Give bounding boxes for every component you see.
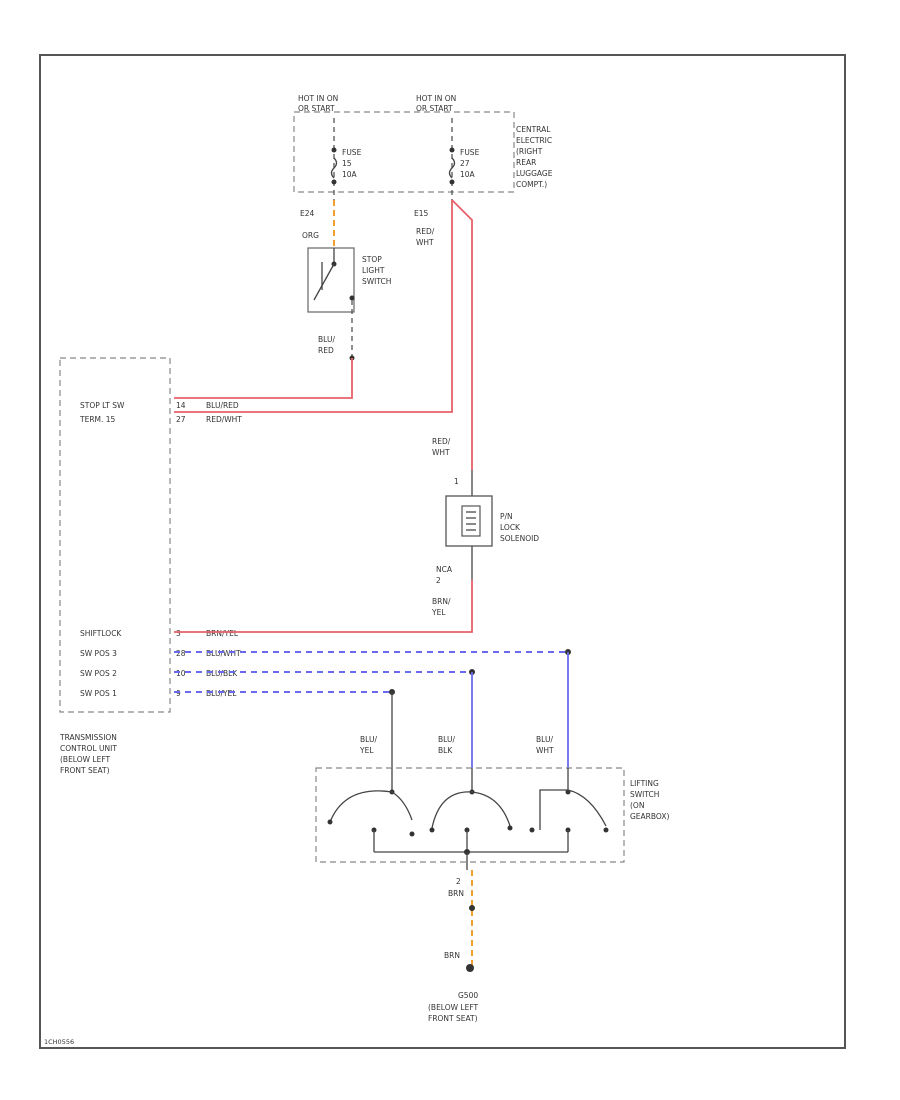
tcu-pin-number: 10 bbox=[176, 669, 186, 678]
tcu-box bbox=[59, 357, 171, 713]
red-wht-wire-solenoid bbox=[451, 199, 473, 470]
lift-wire1-color: BLU/YEL bbox=[359, 735, 377, 755]
stop-light-switch-box bbox=[307, 247, 355, 313]
switch-out-wire-color: BLU/RED bbox=[318, 335, 335, 355]
fuse1-terminal: E24 bbox=[300, 209, 315, 218]
tcu-pin-number: 9 bbox=[176, 689, 181, 698]
tcu-pin-label: SW POS 2 bbox=[80, 669, 117, 678]
lifting-switch-contacts bbox=[327, 768, 609, 855]
tcu-pin-number: 27 bbox=[176, 415, 186, 424]
tcu-pin-wire-color: BLU/BLK bbox=[206, 669, 238, 678]
solenoid-in-pin: 1 bbox=[454, 477, 459, 486]
ground-wire-color1: BRN bbox=[448, 889, 464, 898]
tcu-pin-number: 14 bbox=[176, 401, 186, 410]
tcu-pin-wire-color: BLU/YEL bbox=[206, 689, 237, 698]
tcu-pin-label: STOP LT SW bbox=[80, 401, 125, 410]
solenoid-out-color2: BRN/YEL bbox=[431, 597, 451, 617]
tcu-pin-number: 3 bbox=[176, 629, 181, 638]
tcu-pin-label: SHIFTLOCK bbox=[80, 629, 122, 638]
ground-wire-color2: BRN bbox=[444, 951, 460, 960]
diagram-frame bbox=[39, 54, 846, 1049]
lifting-switch-box bbox=[315, 767, 625, 863]
solenoid-in-color: RED/WHT bbox=[432, 437, 451, 457]
solenoid-coil-icon bbox=[461, 505, 481, 537]
fuse-15 bbox=[330, 118, 338, 200]
blu-red-wire bbox=[174, 358, 353, 399]
red-wht-wire-tcu bbox=[174, 200, 453, 413]
tcu-pin-wire-color: BLU/WHT bbox=[206, 649, 241, 658]
fuse-27 bbox=[448, 118, 456, 200]
ground-point-icon bbox=[466, 964, 474, 972]
tcu-pin-label: SW POS 1 bbox=[80, 689, 117, 698]
tcu-pin-wire-color: RED/WHT bbox=[206, 415, 242, 424]
fuse2-terminal: E15 bbox=[414, 209, 429, 218]
figure-id: 1CH0556 bbox=[44, 1038, 74, 1046]
tcu-pin-label: TERM. 15 bbox=[79, 415, 116, 424]
fuse1-wire-color: ORG bbox=[302, 231, 319, 240]
brn-yel-wire bbox=[174, 580, 473, 633]
central-electric-box bbox=[293, 111, 515, 193]
tcu-pin-wire-color: BLU/RED bbox=[206, 401, 239, 410]
tcu-pin-wire-color: BRN/YEL bbox=[206, 629, 239, 638]
tcu-pin-number: 28 bbox=[176, 649, 186, 658]
solenoid-box bbox=[445, 495, 493, 547]
stop-switch-arm bbox=[313, 263, 335, 301]
lift-wire3-color: BLU/WHT bbox=[536, 735, 554, 755]
fuse2-wire-color: RED/WHT bbox=[416, 227, 435, 247]
tcu-pin-label: SW POS 3 bbox=[80, 649, 117, 658]
lift-wire2-color: BLU/BLK bbox=[438, 735, 455, 755]
ground-pin: 2 bbox=[456, 877, 461, 886]
ground-id: G500 bbox=[458, 991, 478, 1000]
